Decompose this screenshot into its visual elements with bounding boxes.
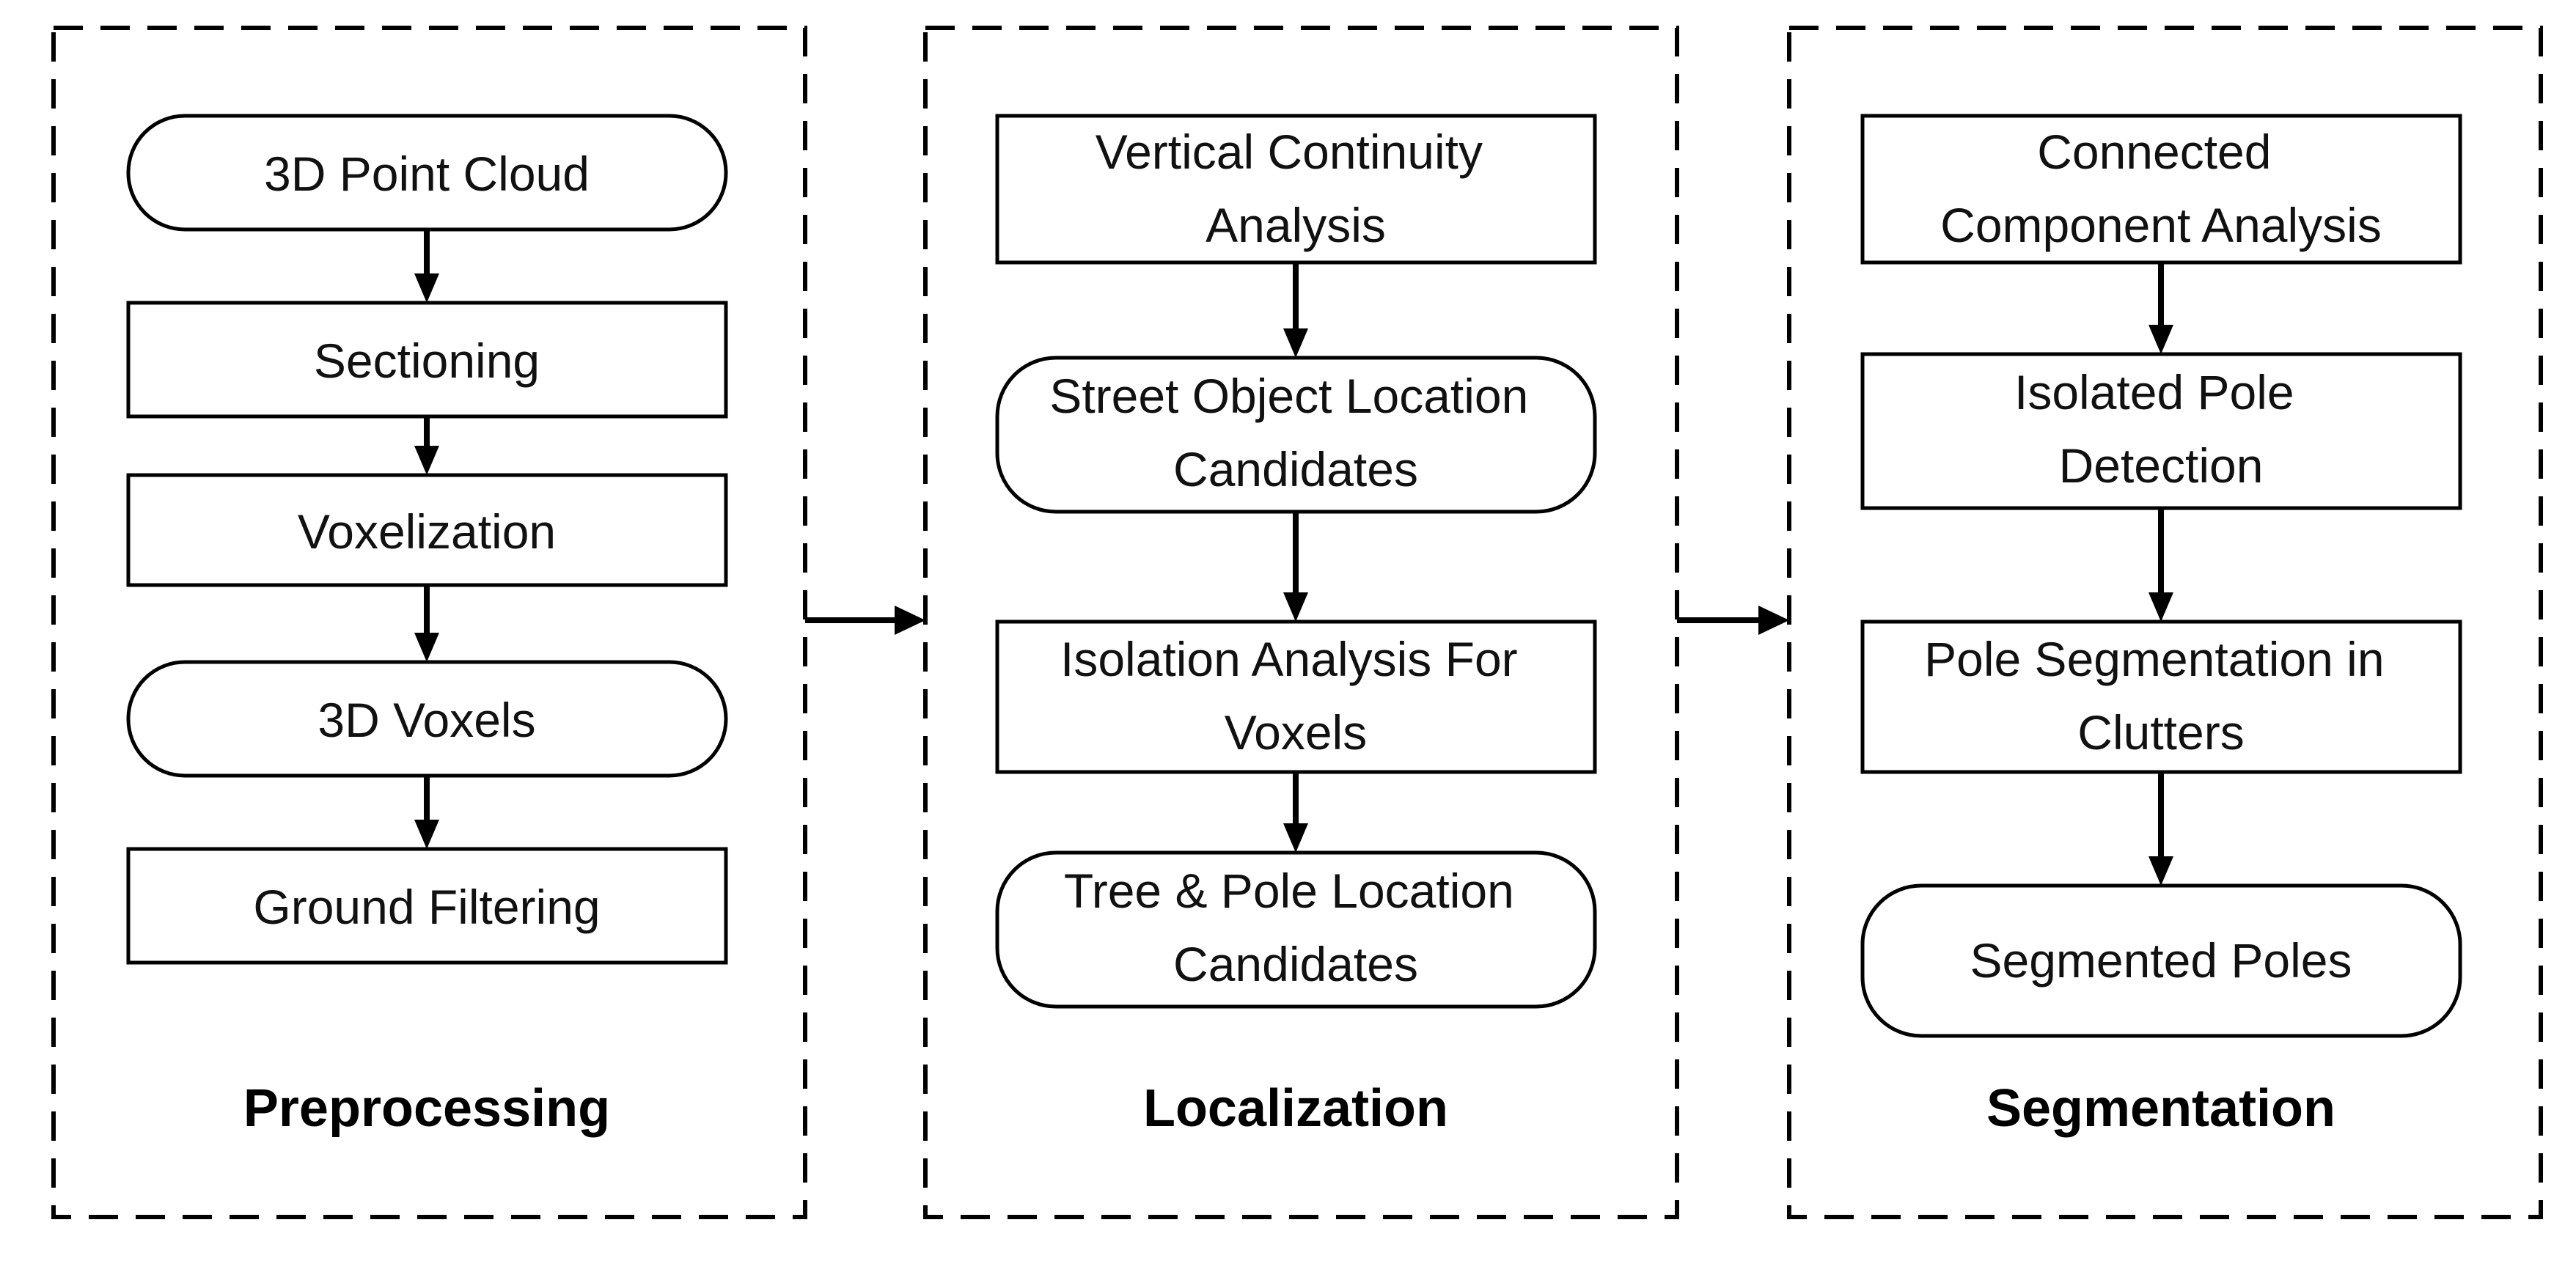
flow-arrow	[414, 776, 439, 849]
flow-arrow	[1283, 262, 1308, 358]
flow-arrow	[414, 229, 439, 303]
node-label-line: Voxelization	[298, 504, 556, 559]
svg-text:Street Object Location: Street Object Location Candidates	[1049, 369, 1541, 496]
segmentation-panel	[1787, 26, 2543, 1219]
node-label-line: Voxels	[1225, 705, 1367, 760]
flow-arrow	[1283, 772, 1308, 853]
segmented-poles-node: Segmented Poles	[1860, 883, 2462, 1038]
segmentation-stage: Connected Component Analysis Isolated Po…	[1860, 114, 2462, 1138]
svg-text:Isolated Pole Detectio: Isolated Pole Detection	[2014, 365, 2308, 493]
node-label-line: Isolation Analysis For	[1060, 632, 1518, 686]
localization-title: Localization	[1143, 1079, 1448, 1138]
node-label-line: 3D Voxels	[318, 693, 535, 747]
svg-text:3D Point Cloud: 3D Point Cloud	[264, 147, 590, 201]
node-label-line: Vertical Continuity	[1096, 125, 1483, 179]
node-label-line: Street Object Location	[1049, 369, 1528, 423]
stage-connector-preprocessing-localization	[805, 606, 925, 635]
preprocessing-panel	[51, 26, 807, 1219]
svg-text:Segmented Poles: Segmented Poles	[1970, 933, 2352, 988]
svg-text:Connected Component An: Connected Component Analysis	[1940, 125, 2382, 252]
pole-segmentation-clutters-node: Pole Segmentation in Clutters	[1860, 620, 2462, 774]
isolation-analysis-node: Isolation Analysis For Voxels	[995, 620, 1597, 774]
node-label-line: Isolated Pole	[2014, 365, 2294, 419]
flow-arrow	[2148, 262, 2173, 354]
connected-component-node: Connected Component Analysis	[1860, 114, 2462, 265]
sectioning-node: Sectioning	[126, 301, 728, 419]
voxels-node: 3D Voxels	[126, 660, 728, 778]
node-label-line: Pole Segmentation in	[1924, 632, 2384, 686]
localization-panel	[923, 26, 1679, 1219]
localization-stage: Vertical Continuity Analysis Street Obje…	[995, 114, 1597, 1138]
flow-arrow	[2148, 772, 2173, 886]
preprocessing-title: Preprocessing	[243, 1079, 610, 1138]
svg-text:Sectioning: Sectioning	[314, 334, 540, 388]
node-label-line: Ground Filtering	[253, 880, 600, 934]
node-label-line: Connected	[2037, 125, 2271, 179]
node-label-line: Sectioning	[314, 334, 540, 388]
node-label-line: Candidates	[1173, 937, 1418, 991]
preprocessing-stage: 3D Point Cloud Sectioning Voxelization 3…	[126, 114, 728, 1138]
ground-filtering-node: Ground Filtering	[126, 847, 728, 965]
svg-text:Ground Filtering: Ground Filtering	[253, 880, 600, 934]
svg-text:Tree & Pole Location C: Tree & Pole Location Candidates	[1064, 864, 1527, 991]
svg-text:Pole Segmentation in C: Pole Segmentation in Clutters	[1924, 632, 2398, 760]
node-label-line: Segmented Poles	[1970, 933, 2352, 988]
svg-text:Voxelization: Voxelization	[298, 504, 556, 559]
isolated-pole-detection-node: Isolated Pole Detection	[1860, 352, 2462, 510]
tree-pole-candidates-node: Tree & Pole Location Candidates	[995, 850, 1597, 1009]
segmentation-title: Segmentation	[1986, 1079, 2335, 1138]
node-label-line: Analysis	[1206, 198, 1386, 252]
node-label-line: Component Analysis	[1940, 198, 2382, 252]
flow-arrow	[2148, 508, 2173, 622]
stage-connector-localization-segmentation	[1677, 606, 1789, 635]
voxelization-node: Voxelization	[126, 473, 728, 587]
flow-arrow	[1283, 512, 1308, 622]
node-label-line: Candidates	[1173, 442, 1418, 496]
svg-text:Isolation Analysis For: Isolation Analysis For Voxels	[1060, 632, 1531, 760]
street-object-candidates-node: Street Object Location Candidates	[995, 356, 1597, 514]
node-label-line: 3D Point Cloud	[264, 147, 590, 201]
vertical-continuity-node: Vertical Continuity Analysis	[995, 114, 1597, 265]
svg-text:3D Voxels: 3D Voxels	[318, 693, 535, 747]
flow-arrow	[414, 585, 439, 662]
node-label-line: Detection	[2059, 438, 2264, 493]
node-label-line: Tree & Pole Location	[1064, 864, 1514, 918]
svg-text:Vertical Continuity An: Vertical Continuity Analysis	[1096, 125, 1497, 252]
flow-arrow	[414, 416, 439, 475]
point-cloud-node: 3D Point Cloud	[126, 114, 728, 232]
node-label-line: Clutters	[2077, 705, 2244, 760]
